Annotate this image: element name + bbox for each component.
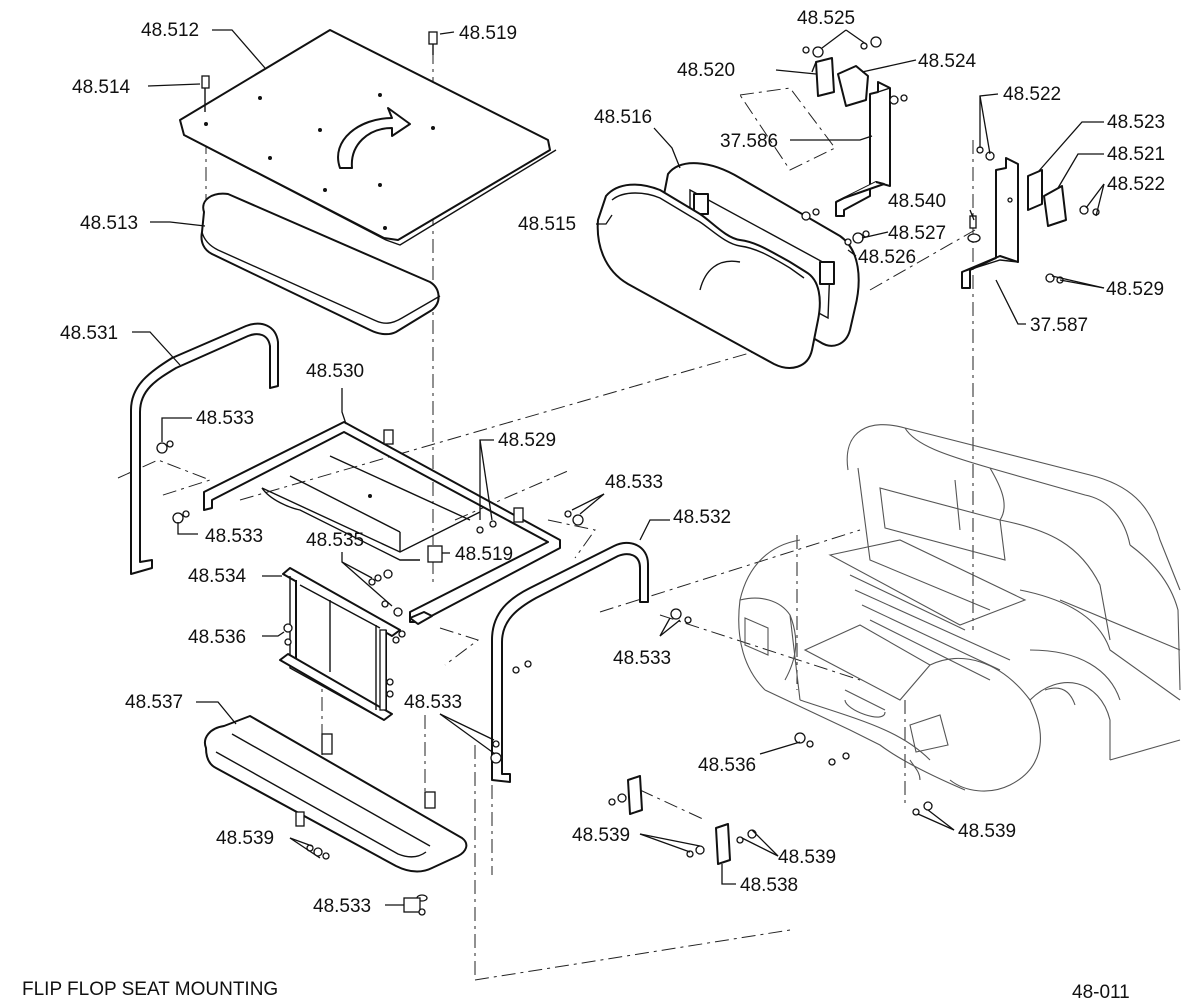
callout-board-screw-right: 48.519 <box>459 23 517 44</box>
callout-backrest-hardware-right-top: 48.522 <box>1003 84 1061 105</box>
callout-lower-hardware-right: 48.539 <box>958 821 1016 842</box>
callout-armrest-bolts: 48.533 <box>404 692 462 713</box>
callout-right-washer-top: 48.533 <box>605 472 663 493</box>
callout-frame-washer-top: 48.533 <box>196 408 254 429</box>
backrest-bracket-left <box>811 57 835 97</box>
callout-backrest-hardware-top: 48.525 <box>797 8 855 29</box>
callout-support-left: 37.586 <box>720 131 778 152</box>
callout-mount-plate: 48.538 <box>740 875 798 896</box>
bracket-hardware <box>156 440 692 764</box>
callout-frame-bolts: 48.535 <box>306 530 364 551</box>
callout-frame-hardware: 48.529 <box>498 430 556 451</box>
callout-backrest-plate-left: 48.524 <box>918 51 977 72</box>
support-left <box>835 81 891 217</box>
callout-support-nut: 48.526 <box>858 247 916 268</box>
seat-cushion <box>200 192 441 336</box>
figure-number: 48-011 <box>1072 982 1130 1003</box>
callout-left-armrest: 48.531 <box>60 323 118 344</box>
callout-seat-frame: 48.530 <box>306 361 364 382</box>
callout-frame-washer-bottom: 48.533 <box>205 526 263 547</box>
backrest-front <box>596 183 821 369</box>
callout-backrest-front: 48.515 <box>518 214 576 235</box>
board-screw-left <box>201 75 210 112</box>
board-screw-right <box>428 31 438 55</box>
leader-lines <box>132 29 1105 906</box>
callout-seat-board: 48.512 <box>141 20 199 41</box>
callout-labels: 48.512 48.514 48.519 48.513 48.531 48.53… <box>60 8 1165 917</box>
callout-bracket-bolts: 48.536 <box>188 627 246 648</box>
callout-support-bolt: 48.527 <box>888 223 946 244</box>
callout-lower-hardware-left: 48.539 <box>572 825 630 846</box>
callout-support-right: 37.587 <box>1030 315 1088 336</box>
callout-board-screw-left: 48.514 <box>72 77 131 98</box>
callout-right-armrest: 48.532 <box>673 507 731 528</box>
callout-backrest-plate-right: 48.523 <box>1107 112 1165 133</box>
callout-seat-bracket: 48.534 <box>188 566 247 587</box>
callout-lower-hardware-mid: 48.539 <box>778 847 836 868</box>
backrest-hardware-right <box>967 146 1100 284</box>
seat-bracket <box>279 567 401 721</box>
callout-footrest-clip: 48.533 <box>313 896 371 917</box>
backrest-bracket-right <box>1043 185 1067 227</box>
seat-board <box>179 29 557 246</box>
callout-backrest-hardware-right: 48.522 <box>1107 174 1165 195</box>
golf-cart-rear-body <box>738 424 1181 792</box>
right-armrest <box>491 541 649 783</box>
seat-frame <box>203 421 561 625</box>
callout-backrest-bracket-left: 48.520 <box>677 60 735 81</box>
callout-frame-clip: 48.519 <box>455 544 513 565</box>
callout-support-hardware-right: 48.529 <box>1106 279 1164 300</box>
callout-foot-rest: 48.537 <box>125 692 183 713</box>
support-right <box>961 157 1019 289</box>
lower-hardware <box>608 732 933 865</box>
callout-body-bolts: 48.536 <box>698 755 756 776</box>
callout-seat-cushion: 48.513 <box>80 213 138 234</box>
backrest-plate-left <box>837 65 869 107</box>
callout-footrest-hardware: 48.539 <box>216 828 274 849</box>
callout-right-washer-bottom: 48.533 <box>613 648 671 669</box>
callout-support-washer: 48.540 <box>888 191 946 212</box>
frame-clip <box>427 545 443 563</box>
callout-backrest-bracket-right: 48.521 <box>1107 144 1165 165</box>
foot-rest <box>204 715 468 873</box>
footrest-clip <box>403 894 428 916</box>
callout-backrest-rear: 48.516 <box>594 107 652 128</box>
backrest-plate-right <box>1027 169 1043 211</box>
left-armrest <box>130 322 279 575</box>
diagram-title: FLIP FLOP SEAT MOUNTING <box>22 979 278 1000</box>
backrest-hardware-left <box>801 36 908 246</box>
